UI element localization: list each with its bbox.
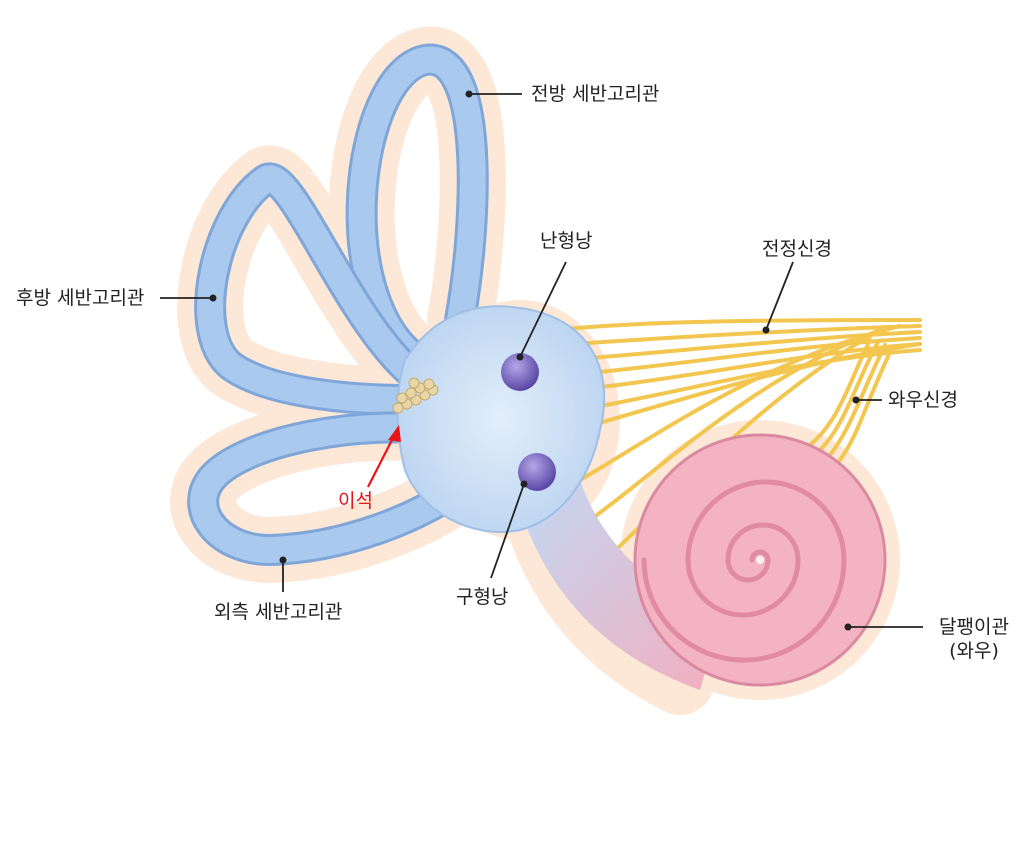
dot-cochlea — [844, 623, 852, 631]
anterior-semicircular-canal — [345, 43, 489, 376]
dot-anterior-canal — [465, 90, 473, 98]
dot-posterior-canal — [209, 294, 217, 302]
label-saccule: 구형낭 — [456, 586, 509, 608]
utricle-macula-dot — [501, 353, 539, 391]
dot-saccule — [520, 480, 528, 488]
saccule-macula-dot — [518, 453, 556, 491]
label-lateral-canal: 외측 세반고리관 — [214, 601, 343, 623]
leader-dots — [209, 90, 860, 631]
label-cochlear-nerve: 와우신경 — [888, 389, 958, 411]
posterior-semicircular-canal — [194, 163, 436, 416]
otolith-crystals — [392, 377, 439, 414]
dot-lateral-canal — [279, 556, 287, 564]
label-cochlea: 달팽이관 (와우) — [928, 615, 1020, 663]
label-vestibular-nerve: 전정신경 — [762, 238, 832, 260]
dot-utricle — [516, 353, 524, 361]
label-cochlea-line2: (와우) — [949, 640, 999, 662]
label-anterior-canal: 전방 세반고리관 — [531, 83, 660, 105]
leader-utricle — [519, 261, 567, 358]
label-cochlea-line1: 달팽이관 — [939, 616, 1009, 638]
label-utricle: 난형낭 — [540, 230, 593, 252]
red-arrow-icon — [367, 425, 401, 488]
lateral-semicircular-canal — [187, 411, 486, 566]
dot-vestibular-nerve — [762, 326, 770, 334]
cochlear-nerve — [808, 338, 894, 462]
label-posterior-canal: 후방 세반고리관 — [16, 287, 145, 309]
leader-vestibular-nerve — [765, 261, 794, 331]
cochlea — [633, 433, 887, 687]
leader-saccule — [490, 483, 525, 579]
leader-lines — [160, 93, 923, 628]
dot-cochlear-nerve — [852, 396, 860, 404]
label-otolith: 이석 — [338, 490, 373, 512]
